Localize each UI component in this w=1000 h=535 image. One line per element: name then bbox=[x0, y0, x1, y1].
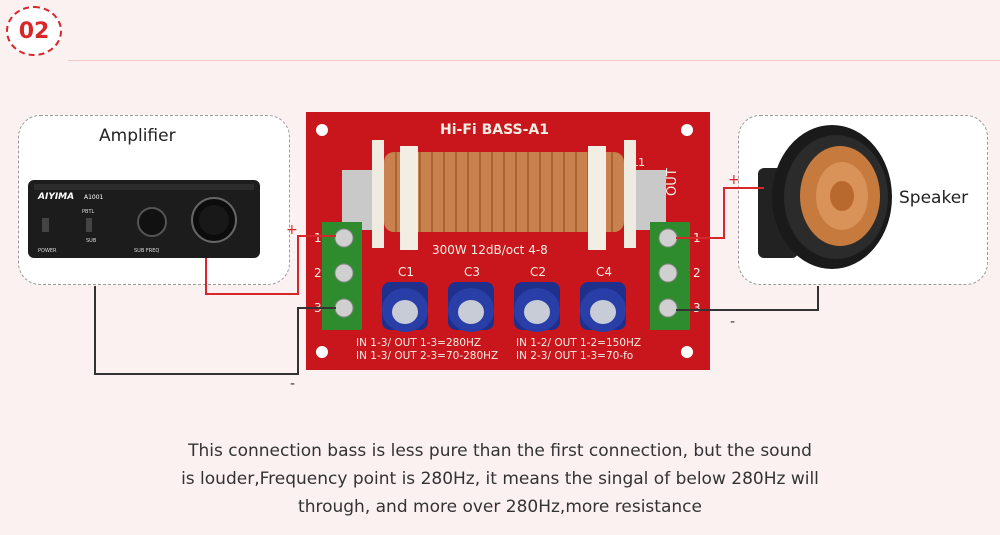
caption-line-3: through, and more over 280Hz,more resist… bbox=[298, 497, 702, 517]
negative-input-wire bbox=[94, 286, 336, 375]
caption: This connection bass is less pure than t… bbox=[100, 437, 900, 521]
amplifier-device: AIYIMA A1001 PBTL SUB POWER SUB FREQ bbox=[28, 180, 260, 258]
plus-sign-input: + bbox=[286, 222, 298, 238]
board-note-l2: IN 1-3/ OUT 2-3=70-280HZ bbox=[356, 350, 498, 362]
amp-power-label: POWER bbox=[38, 248, 57, 254]
speaker-device bbox=[758, 125, 892, 269]
mode-switch bbox=[86, 218, 92, 232]
capacitor-c1 bbox=[382, 282, 428, 332]
capacitor-c3 bbox=[448, 282, 494, 332]
mount-hole bbox=[681, 124, 693, 136]
input-terminal-block bbox=[322, 222, 362, 330]
board-rating: 300W 12dB/oct 4-8 bbox=[432, 243, 548, 257]
in-pin-2: 2 bbox=[314, 266, 322, 280]
cap-label-c2: C2 bbox=[530, 265, 546, 279]
minus-sign-output: - bbox=[730, 314, 735, 330]
amp-switch-bottom: SUB bbox=[86, 238, 97, 244]
out-pin-2: 2 bbox=[693, 266, 701, 280]
in-pin-1: 1 bbox=[314, 231, 322, 245]
cap-label-c1: C1 bbox=[398, 265, 414, 279]
power-switch bbox=[42, 218, 49, 232]
zip-tie bbox=[588, 146, 606, 250]
mount-hole bbox=[316, 346, 328, 358]
amp-knob-label: SUB FREQ bbox=[134, 248, 159, 254]
caption-line-2: is louder,Frequency point is 280Hz, it m… bbox=[181, 469, 819, 489]
caption-line-1: This connection bass is less pure than t… bbox=[188, 441, 812, 461]
out-pin-3: 3 bbox=[693, 301, 701, 315]
positive-output-wire bbox=[676, 187, 764, 239]
cap-label-c4: C4 bbox=[596, 265, 612, 279]
capacitor-c2 bbox=[514, 282, 560, 332]
amplifier-label: Amplifier bbox=[99, 126, 176, 146]
crossover-board: Hi-Fi BASS-A1 IN OUT L1 300W 12dB/oct 4-… bbox=[306, 112, 710, 370]
negative-output-wire bbox=[676, 286, 819, 311]
step-badge: 02 bbox=[6, 6, 62, 56]
minus-sign-input: - bbox=[290, 376, 295, 392]
mount-hole bbox=[681, 346, 693, 358]
plus-sign-output: + bbox=[728, 172, 740, 188]
divider bbox=[68, 60, 1000, 61]
board-note-r1: IN 1-2/ OUT 1-2=150HZ bbox=[516, 337, 641, 349]
positive-input-wire bbox=[205, 235, 336, 295]
output-terminal-block bbox=[650, 222, 690, 330]
capacitor-c4 bbox=[580, 282, 626, 332]
zip-tie bbox=[400, 146, 418, 250]
cap-label-c3: C3 bbox=[464, 265, 480, 279]
sub-freq-knob bbox=[137, 207, 167, 237]
board-note-l1: IN 1-3/ OUT 1-3=280HZ bbox=[356, 337, 481, 349]
board-title: Hi-Fi BASS-A1 bbox=[440, 122, 549, 138]
amp-switch-top: PBTL bbox=[82, 209, 94, 215]
amp-brand: AIYIMA bbox=[37, 192, 74, 202]
board-note-r2: IN 2-3/ OUT 1-3=70-fo bbox=[516, 350, 633, 362]
mount-hole bbox=[316, 124, 328, 136]
amp-model: A1001 bbox=[84, 194, 104, 201]
speaker-label: Speaker bbox=[899, 188, 969, 208]
board-out-label: OUT bbox=[665, 168, 680, 196]
